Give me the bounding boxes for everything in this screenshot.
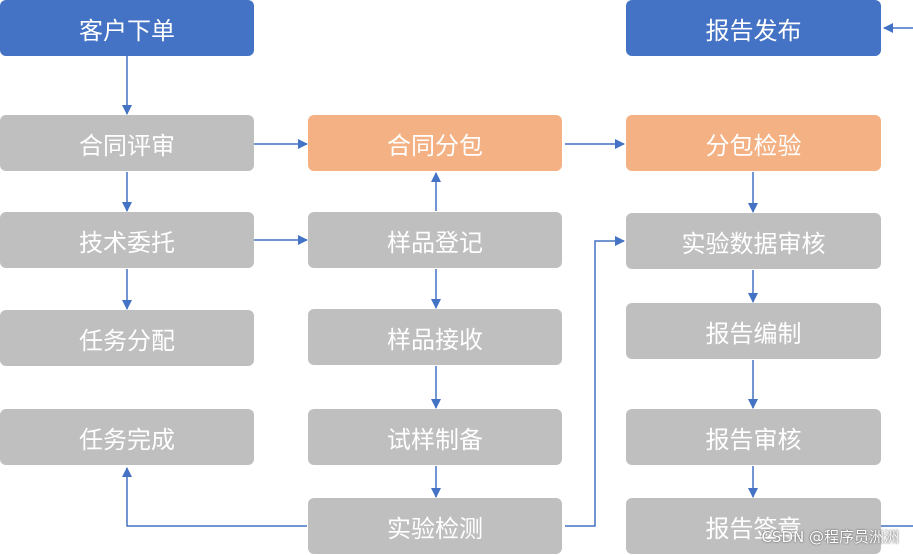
- node-technical-commission: 技术委托: [0, 212, 254, 268]
- node-experiment-data-review: 实验数据审核: [626, 213, 881, 269]
- node-sample-receipt: 样品接收: [308, 309, 562, 365]
- node-task-assignment: 任务分配: [0, 310, 254, 366]
- node-sample-registration: 样品登记: [308, 212, 562, 268]
- node-contract-subcontract: 合同分包: [308, 115, 562, 171]
- node-report-review: 报告审核: [626, 409, 881, 465]
- node-sample-preparation: 试样制备: [308, 409, 562, 465]
- arrow-testing-to-completion: [122, 467, 307, 527]
- arrow-testing-to-data-review: [565, 236, 625, 527]
- node-report-compilation: 报告编制: [626, 303, 881, 359]
- node-subcontract-inspection: 分包检验: [626, 115, 881, 171]
- node-report-release: 报告发布: [626, 0, 881, 56]
- node-report-signing: 报告签章: [626, 498, 881, 554]
- watermark: CSDN @程序员洲洲: [761, 528, 899, 546]
- node-contract-review: 合同评审: [0, 115, 254, 171]
- node-customer-order: 客户下单: [0, 0, 254, 56]
- node-experiment-testing: 实验检测: [308, 498, 562, 554]
- node-task-completion: 任务完成: [0, 409, 254, 465]
